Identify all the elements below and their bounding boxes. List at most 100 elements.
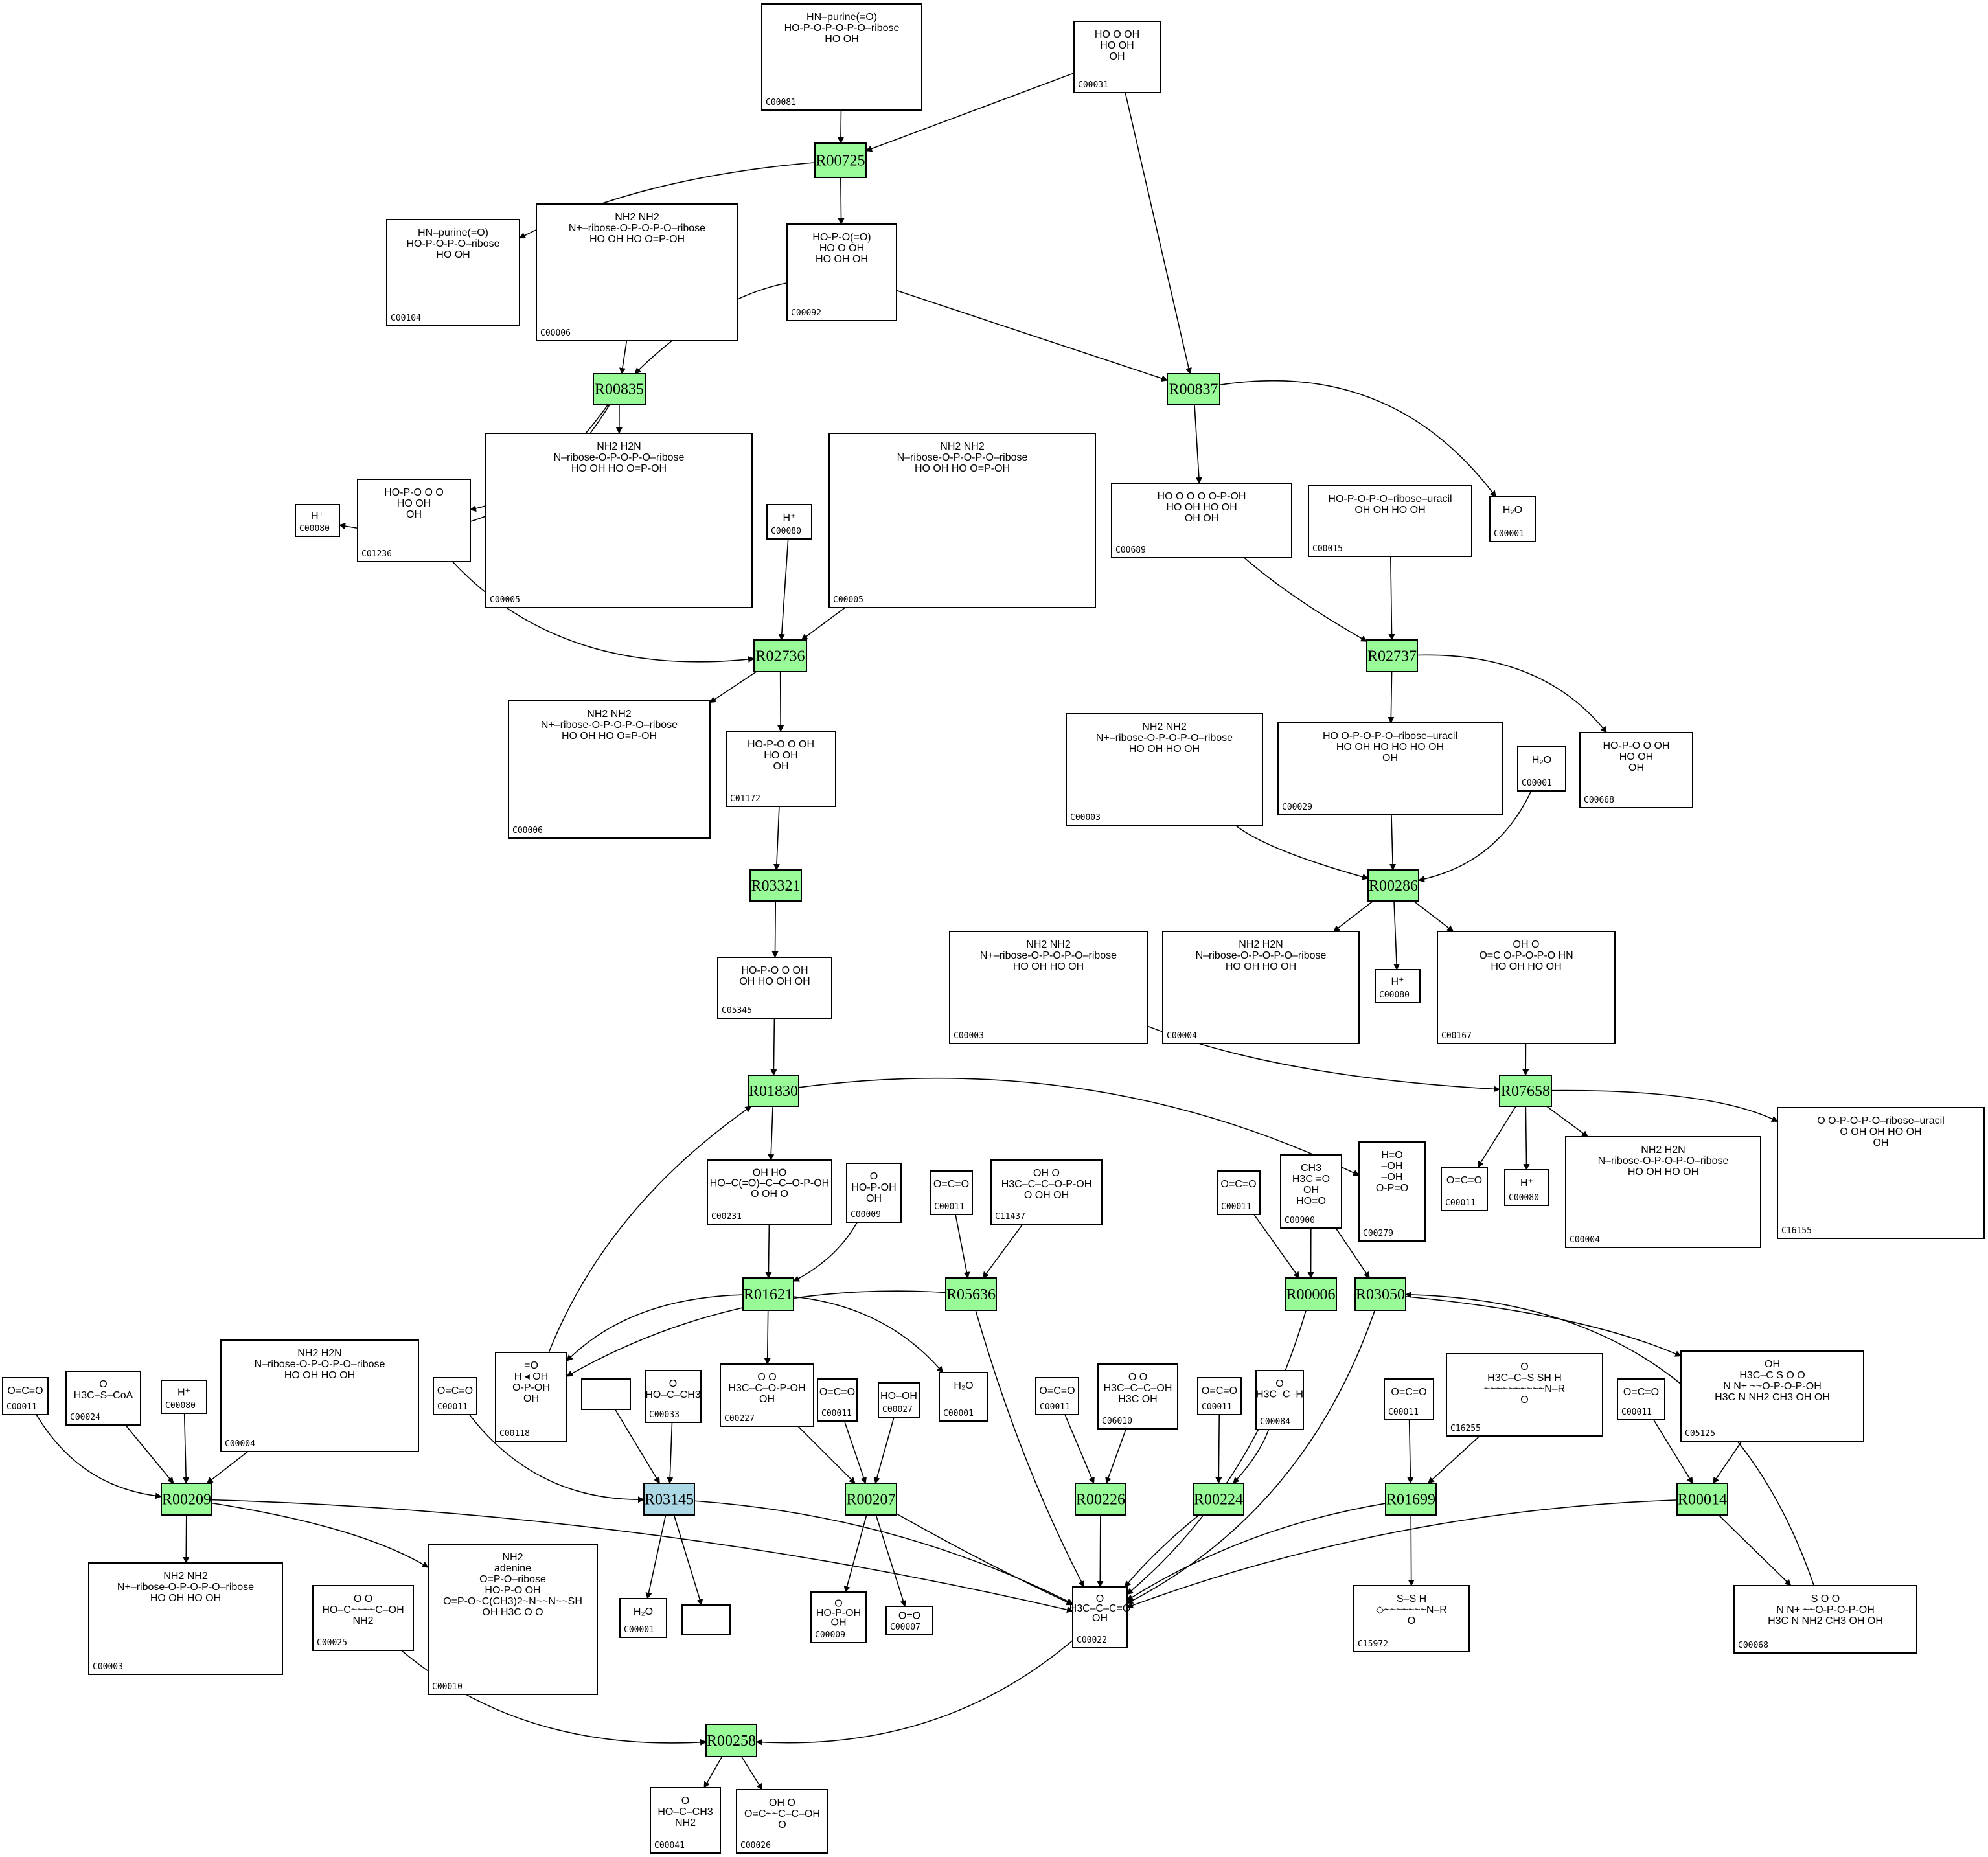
- compound-box[interactable]: [295, 504, 340, 537]
- compound-box[interactable]: [990, 1159, 1103, 1225]
- compound-box[interactable]: [1353, 1585, 1470, 1652]
- compound-box[interactable]: [161, 1380, 207, 1414]
- reaction-box[interactable]: [945, 1277, 997, 1311]
- compound-box[interactable]: [1489, 496, 1536, 542]
- compound-node[interactable]: H⁺C00080: [1375, 969, 1421, 1003]
- reaction-box[interactable]: [161, 1483, 212, 1516]
- compound-box[interactable]: [1733, 1585, 1917, 1654]
- compound-box[interactable]: [1255, 1370, 1304, 1430]
- compound-box[interactable]: [1446, 1353, 1603, 1437]
- compound-box[interactable]: [386, 219, 520, 326]
- compound-box[interactable]: [88, 1562, 283, 1675]
- compound-box[interactable]: [828, 433, 1096, 608]
- compound-box[interactable]: [1111, 483, 1292, 558]
- reaction-node[interactable]: R00209: [161, 1483, 212, 1516]
- compound-box[interactable]: [1162, 931, 1360, 1044]
- compound-box[interactable]: [1073, 21, 1161, 93]
- compound-node[interactable]: [581, 1378, 631, 1410]
- reaction-node[interactable]: R00725: [814, 142, 867, 178]
- compound-box[interactable]: [766, 504, 812, 540]
- compound-node[interactable]: H⁺C00080: [1504, 1169, 1549, 1206]
- compound-node[interactable]: H⁺C00080: [295, 504, 340, 537]
- reaction-node[interactable]: R03321: [749, 869, 802, 902]
- compound-box[interactable]: [736, 1789, 828, 1854]
- reaction-node[interactable]: R00226: [1075, 1483, 1126, 1516]
- compound-box[interactable]: [357, 479, 471, 562]
- compound-box[interactable]: [495, 1352, 567, 1442]
- compound-box[interactable]: [65, 1371, 141, 1426]
- compound-box[interactable]: [1437, 931, 1616, 1044]
- reaction-node[interactable]: R00835: [593, 373, 646, 405]
- compound-box[interactable]: [1358, 1141, 1426, 1242]
- compound-box[interactable]: [707, 1159, 832, 1225]
- compound-box[interactable]: [619, 1598, 667, 1638]
- compound-box[interactable]: [1384, 1378, 1434, 1420]
- reaction-node[interactable]: R00286: [1367, 869, 1419, 902]
- compound-box[interactable]: [1217, 1170, 1261, 1215]
- compound-box[interactable]: [581, 1378, 631, 1410]
- compound-box[interactable]: [761, 3, 922, 111]
- compound-box[interactable]: [1280, 1154, 1342, 1229]
- reaction-node[interactable]: R00224: [1193, 1483, 1244, 1516]
- reaction-node[interactable]: R07658: [1499, 1075, 1552, 1107]
- reaction-box[interactable]: [748, 1075, 799, 1107]
- reaction-box[interactable]: [705, 1724, 757, 1757]
- compound-box[interactable]: [433, 1377, 477, 1415]
- compound-box[interactable]: [645, 1370, 702, 1423]
- compound-box[interactable]: [930, 1170, 973, 1215]
- reaction-box[interactable]: [1193, 1483, 1244, 1516]
- reaction-box[interactable]: [814, 142, 867, 178]
- reaction-node[interactable]: R03050: [1354, 1277, 1406, 1311]
- reaction-node[interactable]: R00207: [845, 1483, 897, 1516]
- reaction-box[interactable]: [1075, 1483, 1126, 1516]
- compound-box[interactable]: [220, 1339, 419, 1452]
- reaction-node[interactable]: R00258: [705, 1724, 757, 1757]
- compound-box[interactable]: [949, 931, 1148, 1044]
- compound-node[interactable]: H⁺C00080: [161, 1380, 207, 1414]
- compound-box[interactable]: [1308, 485, 1472, 557]
- compound-node[interactable]: H⁺C00080: [766, 504, 812, 540]
- reaction-node[interactable]: R00006: [1285, 1277, 1337, 1311]
- reaction-box[interactable]: [1385, 1483, 1437, 1516]
- compound-box[interactable]: [810, 1591, 867, 1643]
- reaction-box[interactable]: [1676, 1483, 1728, 1516]
- reaction-box[interactable]: [1285, 1277, 1337, 1311]
- compound-box[interactable]: [1035, 1377, 1079, 1415]
- reaction-node[interactable]: R02736: [753, 639, 807, 672]
- compound-box[interactable]: [726, 731, 836, 807]
